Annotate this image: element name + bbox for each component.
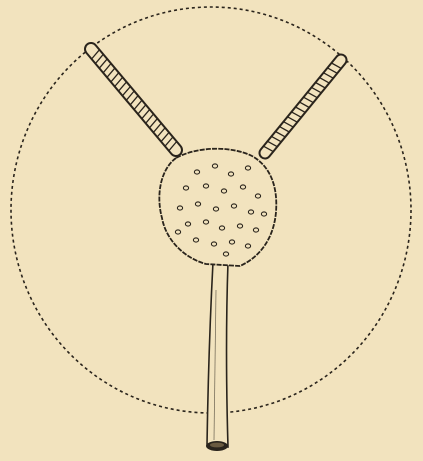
organism-illustration [0,0,423,461]
